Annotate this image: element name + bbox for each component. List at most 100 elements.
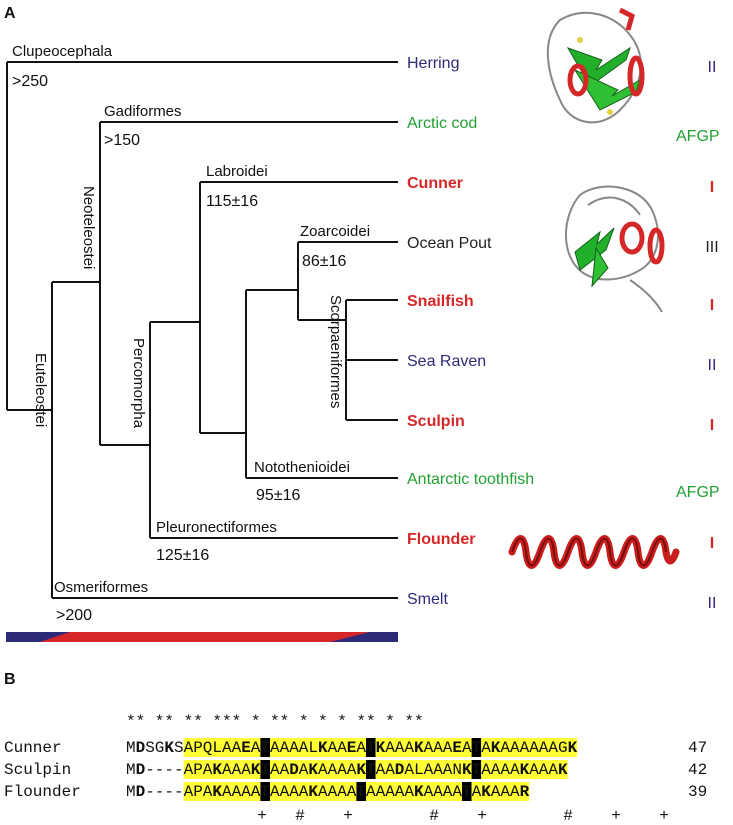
residue-highlight bbox=[318, 760, 328, 779]
residue: K bbox=[251, 761, 261, 779]
species-label: Herring bbox=[407, 55, 459, 72]
residue: K bbox=[212, 761, 222, 779]
residue: A bbox=[500, 739, 510, 757]
sequence-name: Cunner bbox=[4, 739, 62, 757]
residue: A bbox=[404, 761, 414, 779]
residue-highlight bbox=[442, 782, 453, 801]
residue-highlight bbox=[327, 738, 338, 757]
residue: D bbox=[136, 783, 146, 801]
residue: T bbox=[260, 761, 270, 779]
clade-gadiformes: Gadiformes bbox=[104, 103, 182, 120]
residue-highlight bbox=[500, 782, 510, 801]
residue-highlight bbox=[490, 782, 501, 801]
residue: A bbox=[529, 739, 539, 757]
residue: A bbox=[424, 761, 434, 779]
species-label: Sculpin bbox=[407, 413, 465, 430]
residue-highlight bbox=[462, 738, 472, 757]
residue-highlight bbox=[414, 760, 424, 779]
residue: T bbox=[260, 739, 270, 757]
residue: T bbox=[260, 783, 270, 801]
residue: - bbox=[155, 783, 165, 801]
residue: A bbox=[385, 761, 395, 779]
residue-highlight bbox=[567, 738, 578, 757]
residue: A bbox=[203, 783, 213, 801]
residue: S bbox=[174, 739, 184, 757]
residue: A bbox=[529, 761, 539, 779]
residue-highlight bbox=[452, 738, 462, 757]
residue-highlight bbox=[500, 760, 510, 779]
residue-highlight bbox=[529, 760, 539, 779]
residue: A bbox=[491, 783, 501, 801]
residue: D bbox=[136, 761, 146, 779]
afp-type-color-bar bbox=[6, 632, 398, 642]
residue: A bbox=[280, 739, 290, 757]
residue: A bbox=[356, 739, 366, 757]
threonine-box bbox=[366, 760, 376, 779]
residue: A bbox=[289, 783, 299, 801]
residue: A bbox=[289, 739, 299, 757]
residue: A bbox=[280, 761, 290, 779]
threonine-box bbox=[471, 760, 482, 779]
residue-highlight bbox=[433, 760, 443, 779]
residue: A bbox=[232, 739, 242, 757]
clade-euteleostei: Euteleostei bbox=[32, 353, 49, 427]
residue: A bbox=[481, 739, 491, 757]
residue: A bbox=[443, 783, 453, 801]
residue-highlight bbox=[452, 760, 462, 779]
residue: A bbox=[270, 783, 280, 801]
residue-highlight bbox=[366, 782, 376, 801]
residue: A bbox=[481, 761, 491, 779]
residue-highlight bbox=[538, 738, 549, 757]
residue-highlight bbox=[279, 782, 290, 801]
residue-highlight bbox=[394, 738, 405, 757]
residue-highlight bbox=[490, 738, 501, 757]
residue: A bbox=[472, 783, 482, 801]
residue: - bbox=[174, 761, 184, 779]
residue-highlight bbox=[279, 760, 290, 779]
afp-type-label: I bbox=[710, 535, 714, 552]
afp-type-label: I bbox=[710, 297, 714, 314]
residue-highlight bbox=[327, 782, 338, 801]
sequence-length: 47 bbox=[688, 739, 707, 757]
residue: A bbox=[222, 783, 232, 801]
residue-highlight bbox=[510, 760, 520, 779]
afp-type-label: AFGP bbox=[676, 128, 720, 145]
residue-highlight bbox=[375, 782, 386, 801]
residue-highlight bbox=[318, 782, 328, 801]
residue: K bbox=[308, 761, 318, 779]
position-marker: + bbox=[257, 807, 267, 825]
residue: A bbox=[510, 761, 520, 779]
residue-highlight bbox=[385, 738, 395, 757]
residue-highlight bbox=[250, 738, 261, 757]
residue-highlight bbox=[394, 782, 405, 801]
position-marker: + bbox=[659, 807, 669, 825]
residue-highlight bbox=[241, 760, 251, 779]
residue: T bbox=[462, 783, 472, 801]
afp-type-label: II bbox=[708, 357, 717, 374]
clade-notothenioidei: Notothenioidei bbox=[254, 459, 350, 476]
residue: A bbox=[500, 761, 510, 779]
residue: A bbox=[376, 761, 386, 779]
residue-highlight bbox=[327, 760, 338, 779]
species-label: Antarctic toothfish bbox=[407, 471, 534, 488]
residue: K bbox=[558, 761, 568, 779]
clade-percomorpha: Percomorpha bbox=[130, 338, 147, 429]
residue: K bbox=[318, 739, 328, 757]
afp-type-label: I bbox=[710, 417, 714, 434]
residue: A bbox=[337, 783, 347, 801]
residue-highlight bbox=[308, 782, 318, 801]
residue: T bbox=[366, 739, 376, 757]
residue: A bbox=[510, 739, 520, 757]
residue: A bbox=[548, 739, 558, 757]
residue-highlight bbox=[385, 782, 395, 801]
panel-b-label: B bbox=[4, 671, 16, 688]
residue-highlight bbox=[202, 738, 213, 757]
residue: K bbox=[481, 783, 491, 801]
residue: A bbox=[443, 761, 453, 779]
residue-highlight bbox=[510, 782, 520, 801]
residue: A bbox=[433, 783, 443, 801]
residue: K bbox=[462, 761, 472, 779]
residue-highlight bbox=[183, 738, 194, 757]
age-pleuronectiformes: 125±16 bbox=[156, 547, 209, 564]
